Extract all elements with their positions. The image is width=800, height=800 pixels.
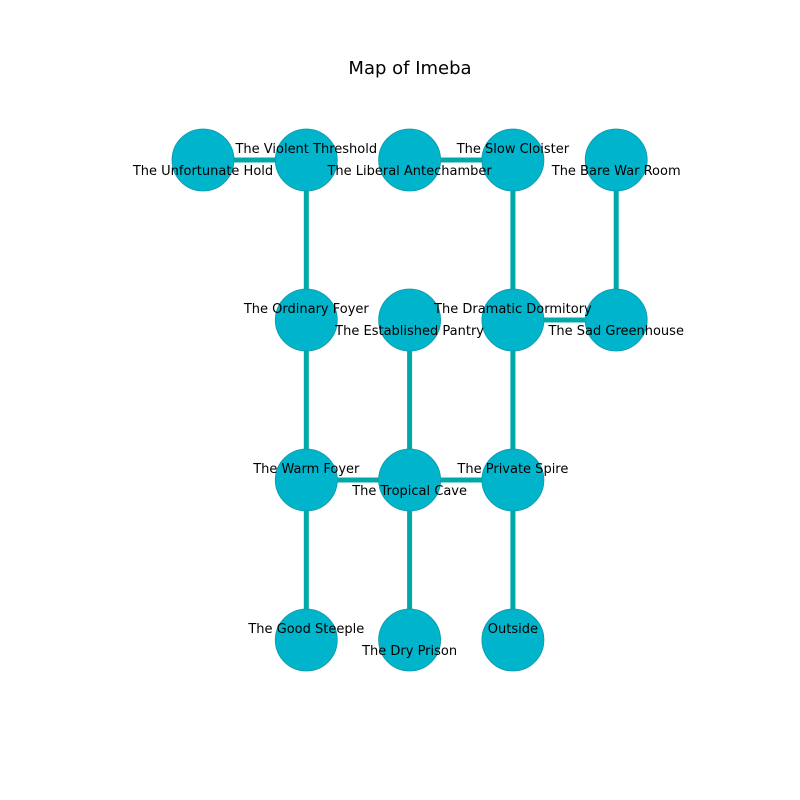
room-node-private-spire (481, 448, 545, 512)
room-label-established-pantry: The Established Pantry (334, 324, 484, 339)
room-node-liberal-antechamber (378, 128, 442, 192)
room-node-dramatic-dormitory (481, 288, 545, 352)
room-node-warm-foyer (274, 448, 338, 512)
room-label-slow-cloister: The Slow Cloister (456, 142, 570, 157)
room-node-established-pantry (378, 288, 442, 352)
room-node-good-steeple (274, 608, 338, 672)
room-node-unfortunate-hold (171, 128, 235, 192)
room-label-liberal-antechamber: The Liberal Antechamber (326, 164, 492, 179)
room-node-dry-prison (378, 608, 442, 672)
room-label-ordinary-foyer: The Ordinary Foyer (243, 302, 370, 317)
room-node-slow-cloister (481, 128, 545, 192)
room-node-violent-threshold (274, 128, 338, 192)
room-label-private-spire: The Private Spire (456, 462, 568, 477)
room-node-bare-war-room (584, 128, 648, 192)
room-label-good-steeple: The Good Steeple (247, 622, 364, 637)
room-node-ordinary-foyer (274, 288, 338, 352)
connections-layer (203, 157, 619, 640)
room-node-outside (481, 608, 545, 672)
labels-layer: The Unfortunate Hold The Violent Threshol… (132, 142, 684, 659)
room-label-dry-prison: The Dry Prison (361, 644, 457, 659)
room-label-violent-threshold: The Violent Threshold (234, 142, 377, 157)
room-node-sad-greenhouse (584, 288, 648, 352)
room-label-warm-foyer: The Warm Foyer (252, 462, 360, 477)
room-node-tropical-cave (378, 448, 442, 512)
room-label-unfortunate-hold: The Unfortunate Hold (132, 164, 273, 179)
room-label-tropical-cave: The Tropical Cave (351, 484, 467, 499)
room-label-dramatic-dormitory: The Dramatic Dormitory (433, 302, 592, 317)
room-label-sad-greenhouse: The Sad Greenhouse (547, 324, 683, 339)
room-label-outside: Outside (488, 622, 538, 637)
room-label-bare-war-room: The Bare War Room (551, 164, 681, 179)
rooms-layer (171, 128, 648, 672)
map-title: Map of Imeba (348, 58, 471, 79)
